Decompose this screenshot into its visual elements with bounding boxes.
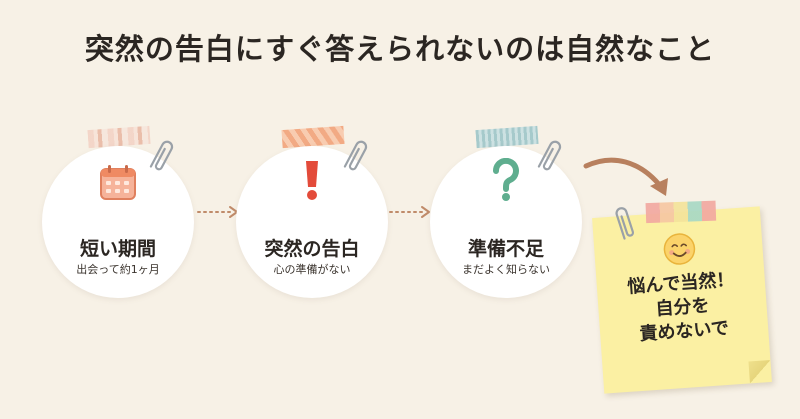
step-subtitle: 出会って約1ヶ月 bbox=[76, 263, 160, 276]
washi-tape bbox=[475, 125, 539, 149]
question-icon bbox=[492, 158, 519, 201]
step-card-sudden-confession: 突然の告白 心の準備がない bbox=[236, 146, 388, 298]
curved-arrow bbox=[583, 157, 668, 196]
step-card-short-period: 短い期間 出会って約1ヶ月 bbox=[42, 146, 194, 298]
page-title: 突然の告白にすぐ答えられないのは自然なこと bbox=[84, 32, 716, 66]
exclamation-icon bbox=[306, 161, 318, 200]
paperclip-icon bbox=[343, 140, 368, 171]
dotted-arrow bbox=[389, 206, 430, 218]
note-message: 悩んで当然！ 自分を 責めないで bbox=[596, 266, 769, 350]
washi-tape bbox=[281, 125, 345, 149]
washi-tape bbox=[87, 125, 151, 149]
step-subtitle: 心の準備がない bbox=[273, 263, 351, 276]
sticky-note: 悩んで当然！ 自分を 責めないで bbox=[592, 200, 772, 394]
smiley-icon bbox=[663, 233, 696, 265]
step-title: 短い期間 bbox=[79, 238, 156, 260]
calendar-icon bbox=[100, 165, 136, 200]
paperclip-icon bbox=[615, 207, 635, 240]
washi-tape bbox=[645, 200, 717, 224]
step-title: 準備不足 bbox=[467, 238, 544, 260]
paperclip-icon bbox=[149, 140, 174, 171]
step-subtitle: まだよく知らない bbox=[462, 263, 550, 276]
paperclip-icon bbox=[537, 140, 562, 171]
dotted-arrow bbox=[197, 206, 238, 218]
step-title: 突然の告白 bbox=[264, 238, 360, 260]
step-card-lack-of-preparation: 準備不足 まだよく知らない bbox=[430, 146, 582, 298]
note-fold bbox=[748, 359, 772, 384]
